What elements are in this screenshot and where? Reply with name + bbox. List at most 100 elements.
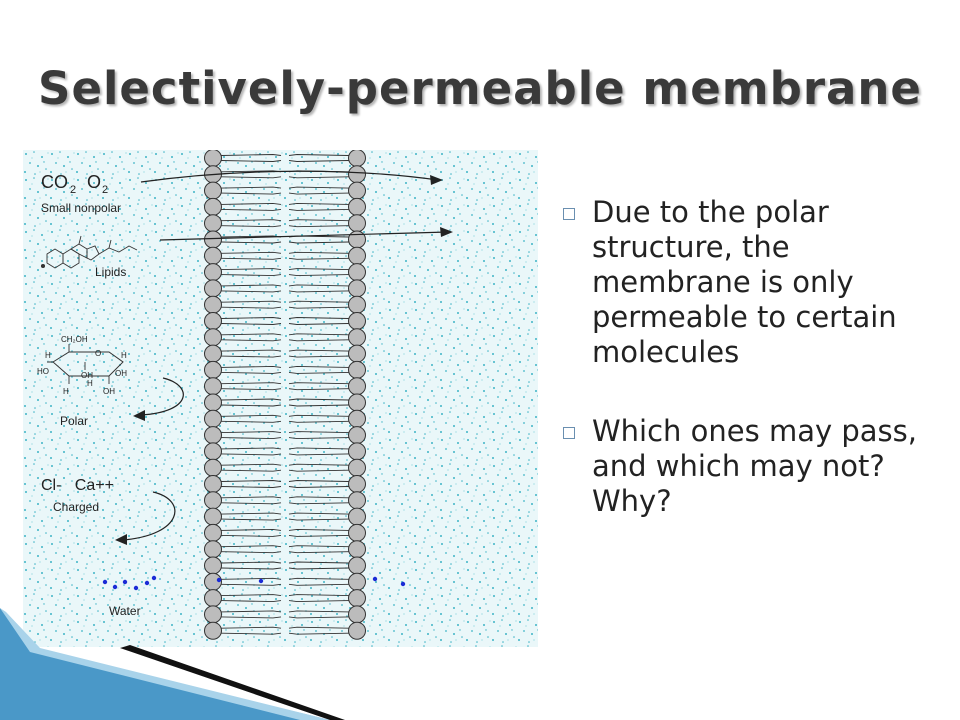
fatty-acid-tails bbox=[221, 186, 349, 195]
membrane-diagram: CO 2 O 2 Small nonpolar Lipids Polar Cl-… bbox=[23, 150, 538, 647]
phospholipid-head bbox=[348, 393, 366, 412]
label-small-nonpolar: Small nonpolar bbox=[41, 201, 121, 215]
solution-background bbox=[23, 150, 538, 647]
phospholipid-head bbox=[348, 295, 366, 314]
label-polar: Polar bbox=[60, 414, 88, 428]
phospholipid-head bbox=[348, 279, 366, 298]
phospholipid-head bbox=[204, 377, 222, 396]
arrow-lipids bbox=[159, 231, 449, 241]
fatty-acid-tails bbox=[221, 512, 349, 521]
phospholipid-head bbox=[348, 150, 366, 167]
phospholipid-head bbox=[348, 621, 366, 640]
fatty-acid-tails bbox=[221, 333, 349, 342]
arrowhead-polar bbox=[133, 410, 145, 421]
phospholipid-head bbox=[348, 458, 366, 477]
phospholipid-head bbox=[348, 507, 366, 526]
label-h-3: H bbox=[63, 387, 69, 396]
arrow-charged bbox=[122, 491, 176, 541]
fatty-acid-tails bbox=[221, 235, 349, 244]
corner-wedge-dark bbox=[120, 645, 345, 720]
fatty-acid-tails bbox=[221, 202, 349, 211]
phospholipid-head bbox=[348, 246, 366, 265]
phospholipid-head bbox=[348, 491, 366, 510]
glucose-structure-icon: CH₂OH O H H OH HO OH H OH H bbox=[37, 335, 127, 396]
phospholipid-head bbox=[204, 344, 222, 363]
arrowhead-lipids bbox=[440, 227, 453, 237]
label-oh-1: OH bbox=[81, 371, 93, 380]
phospholipid-head bbox=[348, 230, 366, 249]
label-o2: O bbox=[87, 172, 101, 192]
phospholipid-head bbox=[204, 507, 222, 526]
phospholipid-head bbox=[204, 246, 222, 265]
label-co2: CO bbox=[41, 172, 68, 192]
phospholipid-head bbox=[348, 360, 366, 379]
phospholipid-head bbox=[348, 263, 366, 282]
phospholipid-head bbox=[204, 181, 222, 200]
phospholipid-head bbox=[204, 556, 222, 575]
phospholipid-head bbox=[204, 263, 222, 282]
fatty-acid-tails bbox=[221, 251, 349, 260]
phospholipid-head bbox=[348, 540, 366, 559]
phospholipid-head bbox=[348, 442, 366, 461]
phospholipid-head bbox=[204, 523, 222, 542]
phospholipid-head bbox=[348, 523, 366, 542]
phospholipid-head bbox=[204, 230, 222, 249]
label-o2-sub: 2 bbox=[102, 184, 108, 196]
phospholipid-head bbox=[204, 214, 222, 233]
fatty-acid-tails bbox=[221, 365, 349, 374]
fatty-acid-tails bbox=[221, 414, 349, 423]
phospholipid-head bbox=[348, 572, 366, 591]
label-co2-sub: 2 bbox=[70, 184, 76, 196]
phospholipid-head bbox=[348, 556, 366, 575]
phospholipid-head bbox=[204, 426, 222, 445]
phospholipid-head bbox=[204, 442, 222, 461]
label-ions: Cl- Ca++ bbox=[41, 477, 114, 494]
label-ch2oh: CH₂OH bbox=[61, 335, 88, 344]
fatty-acid-tails bbox=[221, 447, 349, 456]
arrowhead-charged bbox=[115, 534, 127, 545]
phospholipid-head bbox=[348, 426, 366, 445]
phospholipid-head bbox=[348, 377, 366, 396]
bullet-marker-icon bbox=[563, 208, 575, 220]
fatty-acid-tails bbox=[221, 300, 349, 309]
bullet-text: Which ones may pass, and which may not? … bbox=[592, 414, 917, 518]
phospholipid-head bbox=[204, 409, 222, 428]
bullet-item: Which ones may pass, and which may not? … bbox=[560, 414, 940, 519]
phospholipid-head bbox=[204, 150, 222, 167]
fatty-acid-tails bbox=[221, 626, 349, 635]
phospholipid-head bbox=[204, 475, 222, 493]
phospholipid-head bbox=[348, 181, 366, 200]
fatty-acid-tails bbox=[221, 170, 349, 179]
phospholipid-head bbox=[204, 491, 222, 510]
arrowhead-small-nonpolar bbox=[430, 175, 443, 185]
label-ring-oxygen: O bbox=[95, 349, 101, 358]
bullet-marker-icon bbox=[563, 427, 575, 439]
bullet-item: Due to the polar structure, the membrane… bbox=[560, 195, 940, 370]
fatty-acid-tails bbox=[221, 284, 349, 293]
label-oh-2: OH bbox=[115, 369, 127, 378]
fatty-acid-tails bbox=[221, 528, 349, 537]
phospholipid-head bbox=[348, 214, 366, 233]
fatty-acid-tails bbox=[221, 349, 349, 358]
phospholipid-head bbox=[348, 409, 366, 428]
label-lipids: Lipids bbox=[95, 265, 126, 279]
phospholipid-head bbox=[204, 279, 222, 298]
fatty-acid-tails bbox=[221, 382, 349, 391]
phospholipid-head bbox=[204, 328, 222, 347]
phospholipid-head bbox=[204, 197, 222, 216]
label-h-1: H bbox=[45, 351, 51, 360]
arrow-small-nonpolar bbox=[140, 170, 439, 183]
fatty-acid-tails bbox=[221, 496, 349, 505]
label-ho: HO bbox=[37, 367, 49, 376]
fatty-acid-tails bbox=[221, 317, 349, 325]
label-h-4: H bbox=[87, 379, 93, 388]
fatty-acid-tails bbox=[221, 398, 349, 407]
fatty-acid-tails bbox=[221, 610, 349, 619]
steroid-structure-icon bbox=[40, 235, 138, 269]
phospholipid-head bbox=[204, 393, 222, 412]
bullet-list: Due to the polar structure, the membrane… bbox=[560, 195, 940, 563]
phospholipid-head bbox=[204, 312, 222, 330]
fatty-acid-tails bbox=[221, 463, 349, 472]
fatty-acid-tails bbox=[221, 577, 349, 586]
phospholipid-head bbox=[348, 197, 366, 216]
